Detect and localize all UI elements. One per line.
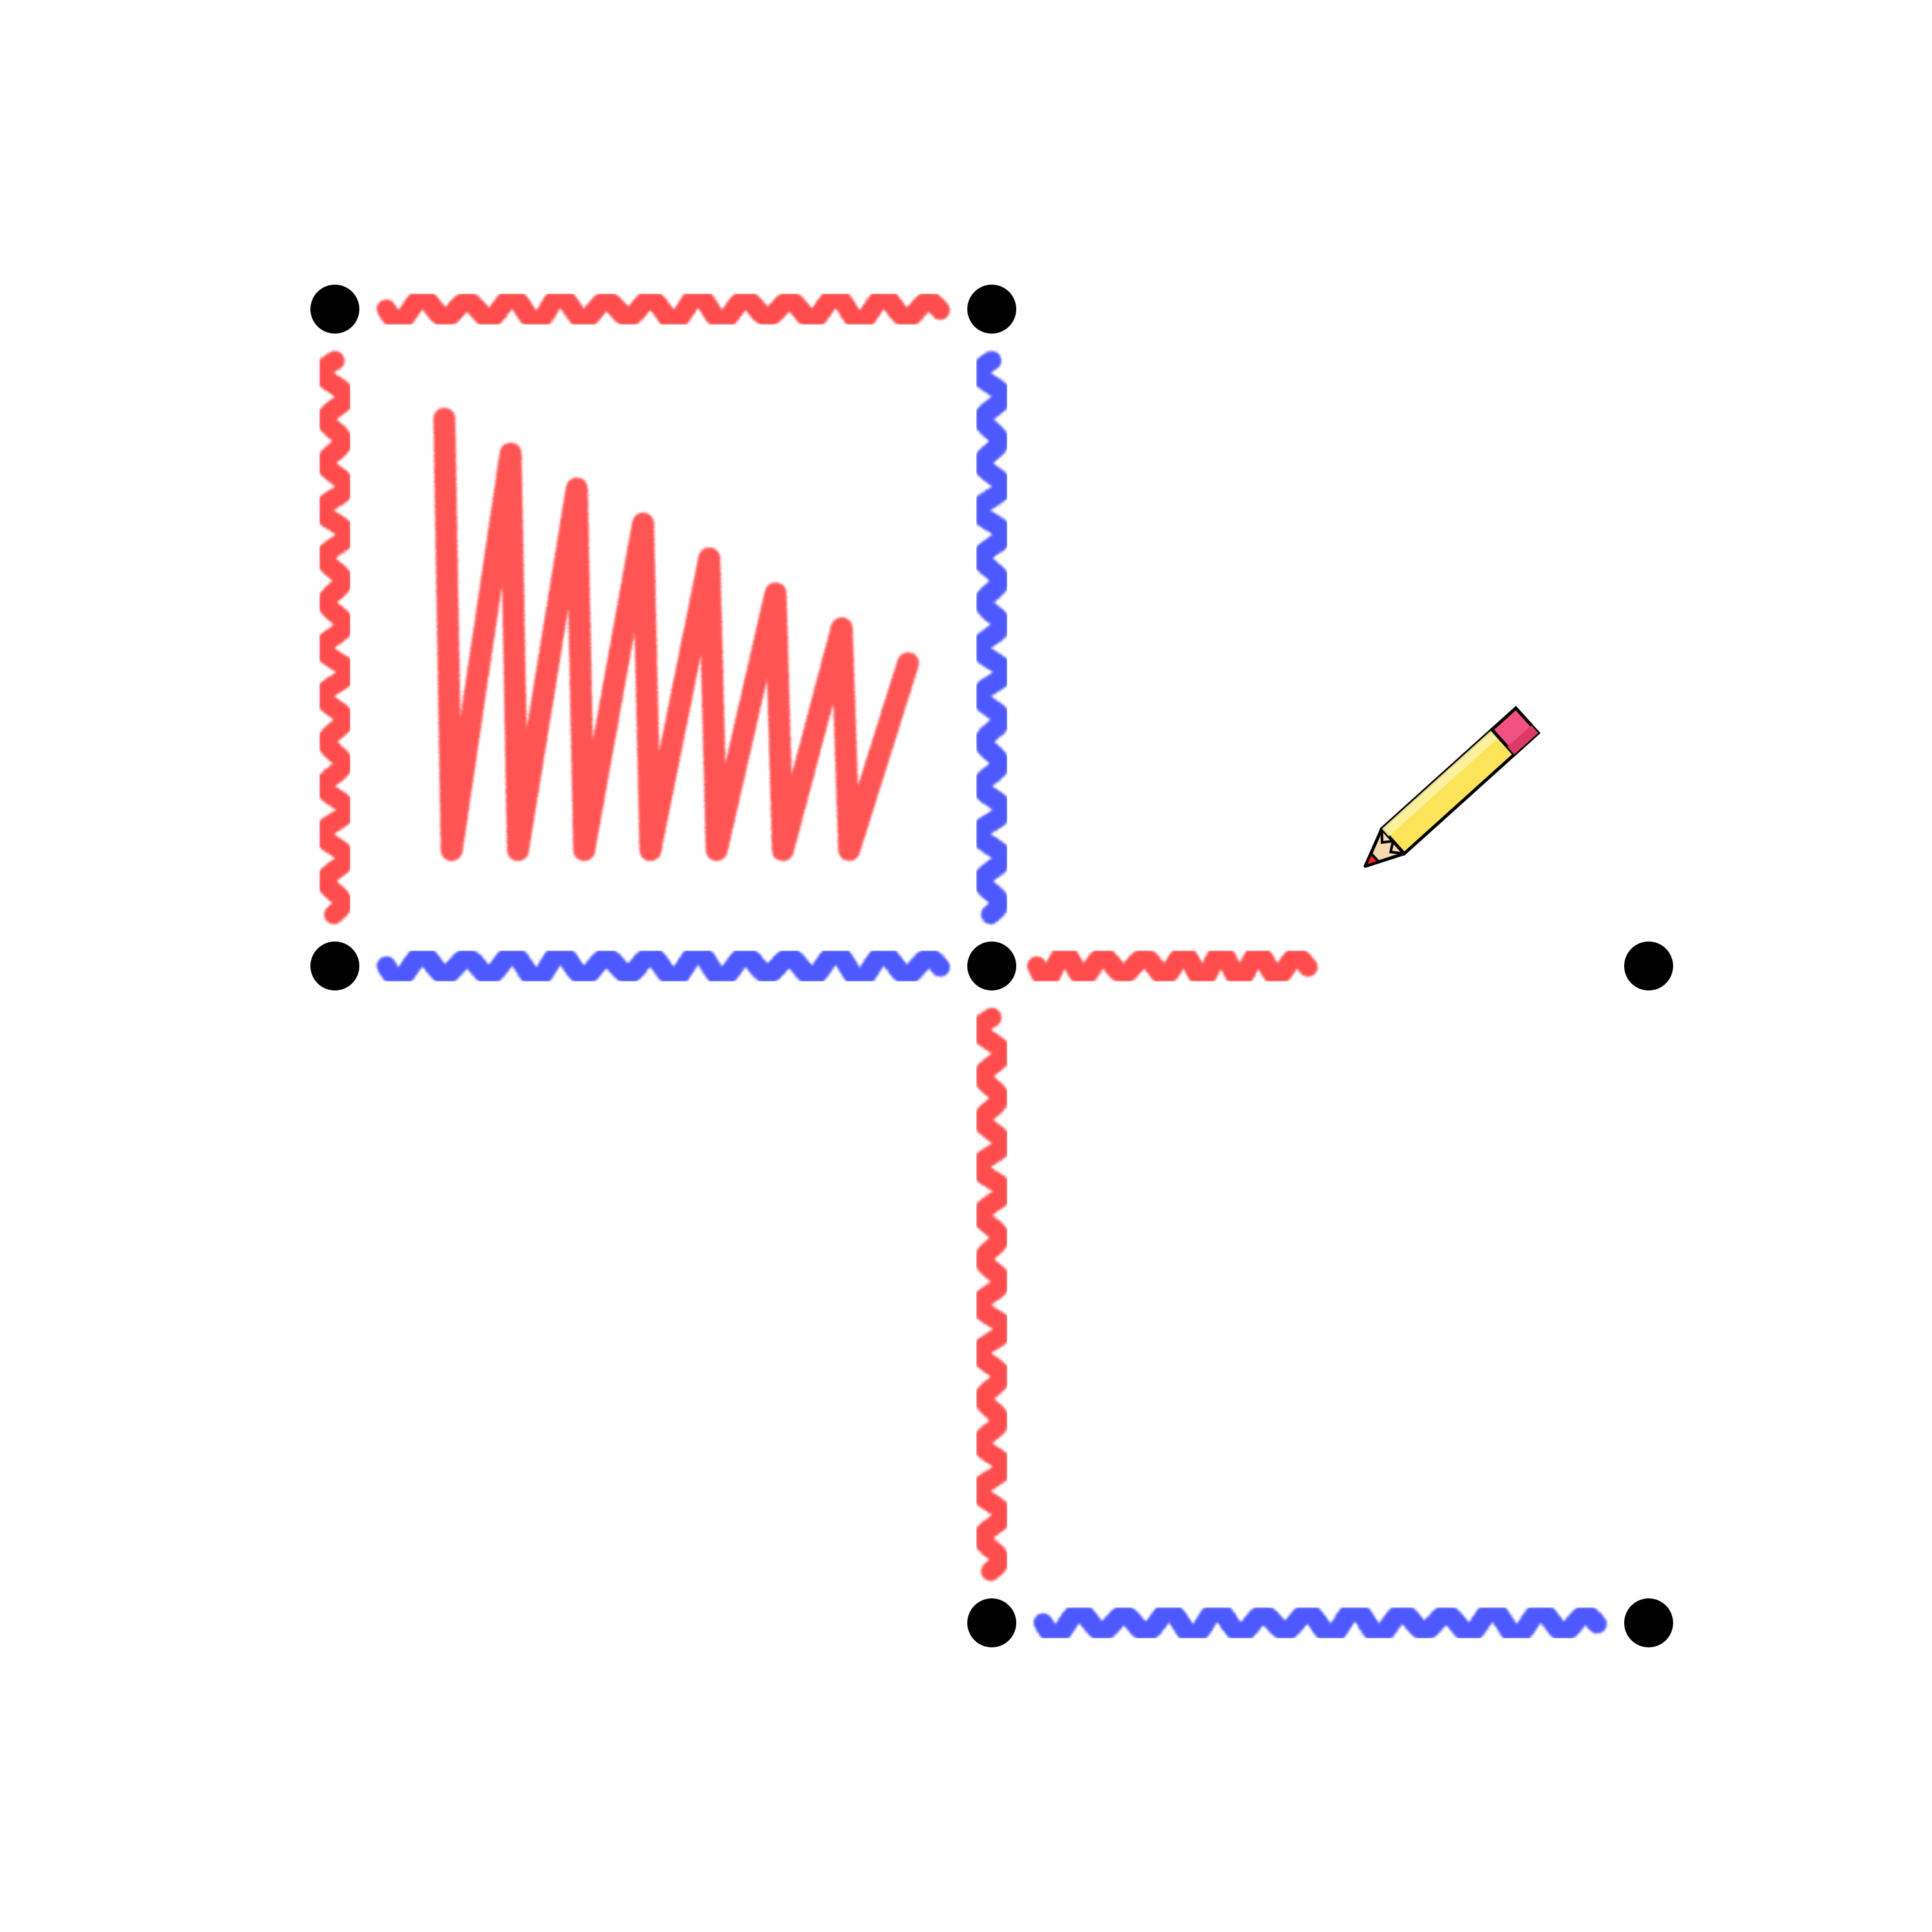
edge-v-r1-c1[interactable]	[969, 1008, 1015, 1581]
box-fill-box-r0-c0	[433, 408, 919, 861]
dot-r0c1[interactable]	[967, 285, 1016, 334]
pencil-icon	[1363, 705, 1541, 868]
dot-r2c1[interactable]	[967, 1598, 1016, 1647]
edge-h-r1-c0[interactable]	[377, 943, 950, 989]
edge-h-r1-c1[interactable]	[1027, 943, 1318, 989]
dot-r0c0[interactable]	[310, 285, 359, 334]
edges	[312, 286, 1607, 1646]
edge-v-r0-c1[interactable]	[969, 351, 1015, 924]
dot-r1c1[interactable]	[967, 942, 1016, 990]
dot-r1c2[interactable]	[1624, 942, 1673, 990]
edge-h-r2-c1[interactable]	[1034, 1600, 1607, 1646]
dots	[310, 285, 1673, 1647]
box-fills	[433, 408, 919, 861]
dot-r2c2[interactable]	[1624, 1598, 1673, 1647]
edge-h-r0-c0[interactable]	[377, 286, 950, 332]
edge-v-r0-c0[interactable]	[312, 351, 358, 924]
dot-r1c0[interactable]	[310, 942, 359, 990]
